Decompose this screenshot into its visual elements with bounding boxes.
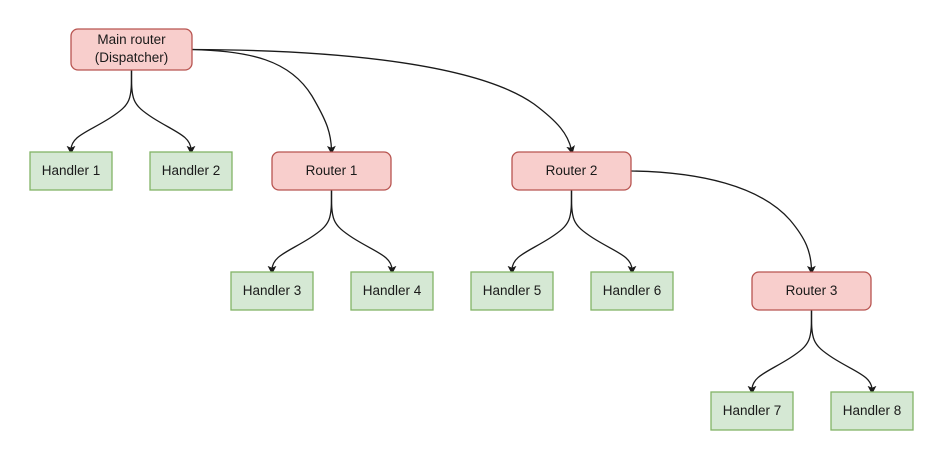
handler-2-box[interactable]	[149, 151, 233, 191]
handler-5-box[interactable]	[470, 271, 554, 311]
router-3-box[interactable]	[751, 271, 872, 311]
edge-main-router-to-handler-2	[130, 69, 196, 155]
handler-1-box[interactable]	[29, 151, 113, 191]
node-handler-7[interactable]: Handler 7	[710, 391, 794, 431]
node-router-1[interactable]: Router 1	[271, 151, 392, 191]
handler-4-box[interactable]	[350, 271, 434, 311]
router-2-box[interactable]	[511, 151, 632, 191]
edge-router-1-to-handler-3	[267, 189, 333, 275]
edge-main-router-to-handler-1	[66, 69, 133, 155]
handler-7-box[interactable]	[710, 391, 794, 431]
router-1-box[interactable]	[271, 151, 392, 191]
node-router-2[interactable]: Router 2	[511, 151, 632, 191]
edges-layer	[66, 48, 877, 395]
node-main-router[interactable]: Main router(Dispatcher)	[70, 28, 193, 71]
node-handler-5[interactable]: Handler 5	[470, 271, 554, 311]
edge-router-3-to-handler-7	[747, 309, 813, 395]
node-handler-6[interactable]: Handler 6	[590, 271, 674, 311]
edge-router-1-to-handler-4	[330, 189, 397, 275]
handler-3-box[interactable]	[230, 271, 314, 311]
edge-router-2-to-handler-5	[507, 189, 573, 275]
node-handler-8[interactable]: Handler 8	[830, 391, 914, 431]
handler-8-box[interactable]	[830, 391, 914, 431]
edge-router-2-to-handler-6	[570, 189, 637, 275]
nodes-layer: Main router(Dispatcher) Handler 1 Handler …	[29, 28, 914, 431]
edge-main-router-to-router-2	[191, 48, 575, 155]
node-handler-4[interactable]: Handler 4	[350, 271, 434, 311]
edge-main-router-to-router-1	[191, 48, 336, 155]
edge-router-2-to-router-3	[630, 170, 816, 275]
node-handler-2[interactable]: Handler 2	[149, 151, 233, 191]
node-handler-3[interactable]: Handler 3	[230, 271, 314, 311]
edge-router-3-to-handler-8	[810, 309, 877, 395]
main-router-box[interactable]	[70, 28, 193, 71]
handler-6-box[interactable]	[590, 271, 674, 311]
node-handler-1[interactable]: Handler 1	[29, 151, 113, 191]
node-router-3[interactable]: Router 3	[751, 271, 872, 311]
